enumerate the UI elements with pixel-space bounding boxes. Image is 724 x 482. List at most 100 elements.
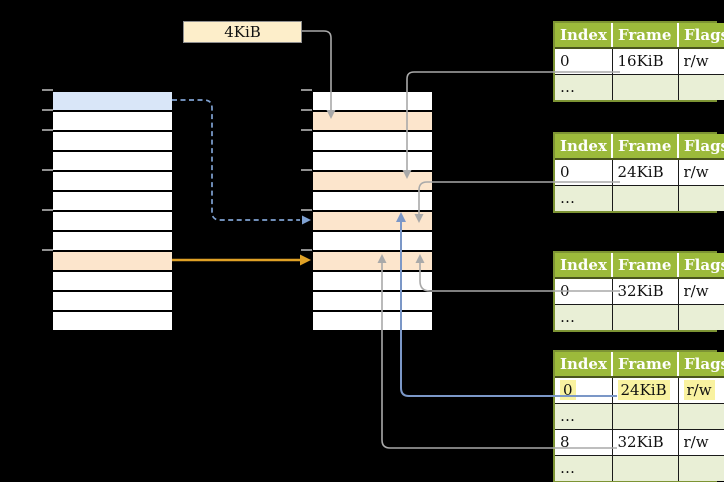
memory-row-plain (313, 292, 432, 312)
table-cell: 24KiB (611, 377, 678, 403)
table-cell: r/w (677, 48, 724, 74)
page-table-16kib-grid: IndexFrameFlags016KiBr/w… (555, 23, 724, 100)
memory-row-plain (53, 172, 172, 192)
column-header: Index (555, 253, 612, 279)
table-cell: r/w (677, 428, 724, 455)
page-table-24kib-grid: IndexFrameFlags 0 24KiBr/w … (555, 134, 724, 211)
memory-row-plain (53, 192, 172, 212)
memory-row-plain (313, 92, 432, 112)
table-row: … (555, 73, 724, 100)
table-cell: … (555, 73, 612, 100)
page-table-24kib: IndexFrameFlags 0 24KiBr/w … (553, 132, 724, 213)
address-tick (301, 249, 312, 251)
memory-row-orange (313, 212, 432, 232)
table-cell (611, 73, 678, 100)
table-cell: … (555, 454, 612, 481)
column-header: Frame (611, 352, 678, 378)
table-cell (611, 184, 678, 211)
page-table-level2: IndexFrameFlags024KiBr/w…832KiBr/w… (553, 350, 724, 482)
memory-row-orange (313, 252, 432, 272)
page-size-label-box: 4KiB (183, 21, 302, 43)
page-table-16kib: IndexFrameFlags016KiBr/w… (553, 21, 724, 102)
table-cell: 0 (555, 377, 612, 403)
memory-row-plain (313, 132, 432, 152)
column-header: Frame (611, 253, 678, 279)
column-header: Index (555, 352, 612, 378)
address-tick (301, 129, 312, 131)
table-cell: 0 (560, 282, 570, 301)
memory-row-plain (53, 212, 172, 232)
table-cell: 0 (560, 163, 570, 182)
table-cell: r/w (677, 159, 724, 185)
highlighted-value: 0 (560, 380, 576, 401)
address-tick (301, 109, 312, 111)
page-size-text: 4KiB (224, 23, 261, 41)
memory-row-plain (313, 152, 432, 172)
memory-row-blue (53, 92, 172, 112)
table-cell: r/w (677, 278, 724, 304)
table-cell (611, 454, 678, 481)
column-header: Flags (677, 23, 724, 49)
address-tick (42, 109, 53, 111)
table-cell (677, 73, 724, 100)
memory-row-plain (53, 152, 172, 172)
table-cell (677, 454, 724, 481)
table-row: … (555, 402, 724, 429)
table-cell (677, 303, 724, 330)
memory-row-orange (53, 252, 172, 272)
table-cell: 16KiB (611, 48, 678, 74)
table-cell (611, 402, 678, 429)
memory-row-plain (53, 132, 172, 152)
memory-row-plain (313, 192, 432, 212)
table-row: … (555, 184, 724, 211)
address-tick (301, 169, 312, 171)
page-table-level2-grid: IndexFrameFlags024KiBr/w…832KiBr/w… (555, 352, 724, 481)
table-cell (677, 402, 724, 429)
table-cell: … (555, 184, 612, 211)
address-tick (42, 129, 53, 131)
table-cell: 24KiB (611, 159, 678, 185)
table-cell (611, 303, 678, 330)
highlighted-value: 24KiB (617, 380, 670, 401)
memory-row-orange (313, 112, 432, 132)
table-row: … (555, 303, 724, 330)
table-cell: r/w (677, 377, 724, 403)
column-header: Flags (677, 253, 724, 279)
arrowhead-right-icon (300, 254, 311, 266)
table-cell: 32KiB (611, 428, 678, 455)
table-cell: 32KiB (611, 278, 678, 304)
arrow-virtual-page0-dashed (172, 99, 300, 221)
column-header: Frame (611, 134, 678, 160)
address-tick (42, 209, 53, 211)
memory-row-plain (313, 232, 432, 252)
table-cell: 8 (555, 428, 612, 455)
page-table-32kib: IndexFrameFlags 0 32KiBr/w … (553, 251, 724, 332)
table-cell (677, 184, 724, 211)
memory-row-plain (53, 312, 172, 332)
table-cell: … (555, 303, 612, 330)
column-header: Flags (677, 134, 724, 160)
column-header: Flags (677, 352, 724, 378)
column-header: Index (555, 23, 612, 49)
memory-row-plain (53, 232, 172, 252)
table-cell: 0 (560, 52, 570, 71)
memory-row-plain (53, 272, 172, 292)
column-header: Index (555, 134, 612, 160)
address-tick (42, 89, 53, 91)
virtual-memory-column (53, 90, 172, 332)
address-tick (301, 89, 312, 91)
memory-row-plain (53, 112, 172, 132)
table-cell: … (555, 402, 612, 429)
address-tick (301, 209, 312, 211)
memory-row-plain (313, 312, 432, 332)
memory-row-plain (313, 272, 432, 292)
memory-row-plain (53, 292, 172, 312)
highlighted-value: r/w (683, 380, 715, 401)
table-row: … (555, 454, 724, 481)
memory-row-orange (313, 172, 432, 192)
address-tick (42, 249, 53, 251)
